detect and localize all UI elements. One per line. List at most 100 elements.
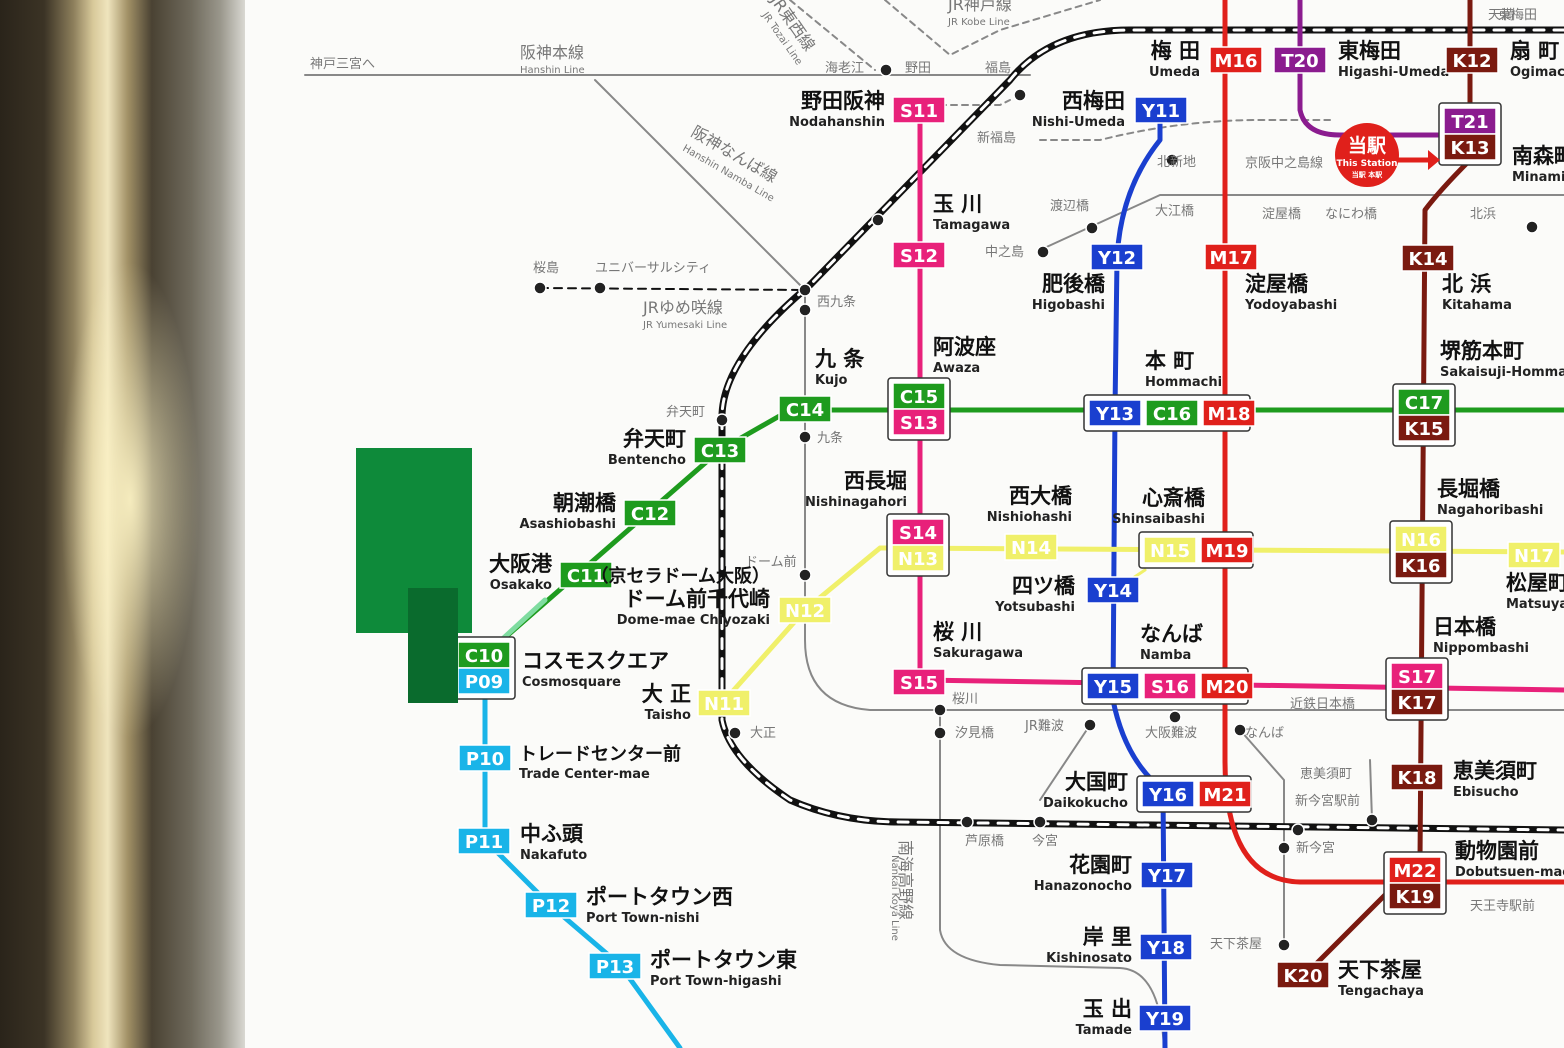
- station-code: N12: [785, 601, 825, 622]
- station-name-jp: 弁天町: [623, 427, 686, 451]
- minor-station-dot: [1277, 841, 1291, 855]
- station-name-jp: 玉 川: [933, 192, 982, 216]
- station-code: K16: [1402, 556, 1441, 577]
- minor-station-label: 芦原橋: [965, 834, 1004, 849]
- station-name-en: Port Town-higashi: [650, 974, 782, 989]
- minor-station-label: 大正: [750, 726, 776, 741]
- minor-station-label: 九条: [817, 430, 843, 446]
- station-code: S15: [900, 673, 938, 694]
- station-name-en: Cosmosquare: [522, 675, 621, 690]
- station-code-badge: [1138, 1004, 1192, 1032]
- station-code: Y12: [1097, 248, 1136, 269]
- minor-station-dot: [1168, 710, 1182, 724]
- station-code-badge: [1140, 861, 1194, 889]
- station-name-jp: 九 条: [814, 347, 865, 371]
- station-code: S17: [1398, 667, 1436, 688]
- station-name-jp: 心斎橋: [1142, 486, 1206, 510]
- minor-station-label: 海老江: [825, 61, 864, 76]
- minor-station-label: 東梅田: [1498, 7, 1537, 23]
- station-name-jp: 野田阪神: [801, 89, 885, 113]
- minor-station-dot: [933, 703, 947, 717]
- minor-station-label: 恵美須町: [1300, 767, 1352, 782]
- minor-station-dot: [1033, 815, 1047, 829]
- station-code: K17: [1398, 693, 1437, 714]
- minor-station-label: 天満: [1488, 8, 1514, 23]
- station-code-badge: [1394, 525, 1448, 553]
- station-name-en: Dobutsuen-mae: [1455, 865, 1564, 880]
- station-name-jp: 淀屋橋: [1245, 272, 1309, 296]
- station-code: C16: [1153, 404, 1191, 425]
- station-code-badge: [1204, 243, 1258, 271]
- station-code: S11: [900, 101, 938, 122]
- station-name-en: Asashiobashi: [520, 517, 616, 532]
- station-code-badge: [1273, 46, 1327, 74]
- station-code: M18: [1208, 404, 1251, 425]
- other-line-name-en: Hanshin Line: [520, 65, 585, 76]
- minor-station-label: 北新地: [1157, 154, 1196, 170]
- station-code: Y15: [1093, 677, 1132, 698]
- minor-station-dot: [1233, 723, 1247, 737]
- station-code: K12: [1453, 51, 1492, 72]
- station-name-en: Kitahama: [1442, 298, 1512, 313]
- jr-tozai-line: [789, 0, 876, 71]
- station-code-badge: [1134, 96, 1188, 124]
- minor-station-dot: [1083, 718, 1097, 732]
- station-code: C12: [631, 504, 669, 525]
- station-name-en: Minami: [1512, 170, 1564, 185]
- minor-station-dot: [1525, 220, 1539, 234]
- station-code-badge: [892, 382, 946, 410]
- station-name-jp: 本 町: [1145, 349, 1194, 373]
- station-code: K15: [1405, 419, 1444, 440]
- station-name-jp: 中ふ頭: [520, 822, 584, 846]
- minor-station-label: 野田: [905, 61, 931, 76]
- station-name-jp: 南森町: [1512, 144, 1564, 168]
- station-code-badge: [1388, 882, 1442, 910]
- this-station-note: 当駅 本駅: [1352, 170, 1383, 179]
- station-name-jp: 西梅田: [1062, 89, 1125, 113]
- station-code-badge: [457, 827, 511, 855]
- station-code: C14: [786, 400, 824, 421]
- minor-station-dot: [960, 815, 974, 829]
- station-code: P10: [466, 749, 504, 770]
- jr-tozai-dashed: [939, 99, 1011, 106]
- station-name-jp: 堺筋本町: [1440, 339, 1524, 363]
- keihan-connector: [1039, 119, 1331, 141]
- station-name-jp: 桜 川: [933, 620, 982, 644]
- minor-station-dot: [798, 430, 812, 444]
- station-code-badge: [1397, 414, 1451, 442]
- station-code: S13: [900, 413, 938, 434]
- station-name-en: Kujo: [815, 373, 848, 388]
- station-code: Y14: [1093, 581, 1132, 602]
- station-code-badge: [891, 544, 945, 572]
- station-code-badge: [1141, 780, 1195, 808]
- station-name-en: Nagahoribashi: [1437, 503, 1543, 518]
- station-code: Y11: [1141, 101, 1180, 122]
- station-code: P12: [532, 896, 570, 917]
- station-name-en: Higobashi: [1032, 298, 1105, 313]
- station-code-badge: [697, 689, 751, 717]
- station-code: Y17: [1147, 866, 1186, 887]
- jr-kobe-line: [884, 0, 1101, 56]
- station-name-en: Nishinagahori: [805, 495, 907, 510]
- minor-station-label: 淀屋橋: [1262, 207, 1301, 222]
- other-line-name-en: JR Kobe Line: [947, 17, 1010, 28]
- station-name-en: Nishiohashi: [987, 510, 1072, 525]
- other-line-name-en: Nankai Koya Line: [889, 855, 900, 941]
- minor-station-dot: [933, 726, 947, 740]
- station-name-jp: 朝潮橋: [553, 491, 617, 515]
- station-name-jp: トレードセンター前: [519, 743, 681, 765]
- station-name-jp: 大 正: [642, 682, 691, 706]
- station-code-badge: [1086, 576, 1140, 604]
- this-station-arrowhead: [1428, 150, 1440, 170]
- minor-station-dot: [1365, 813, 1379, 827]
- station-code-badge: [1090, 243, 1144, 271]
- minor-station-dot: [593, 281, 607, 295]
- station-code: Y18: [1146, 938, 1185, 959]
- station-code: C11: [567, 566, 605, 587]
- this-station-jp: 当駅: [1348, 134, 1387, 157]
- station-code: C13: [701, 441, 739, 462]
- station-code: M21: [1204, 785, 1247, 806]
- station-name-en: Port Town-nishi: [586, 911, 700, 926]
- station-code: K13: [1451, 138, 1490, 159]
- station-code: N14: [1011, 538, 1051, 559]
